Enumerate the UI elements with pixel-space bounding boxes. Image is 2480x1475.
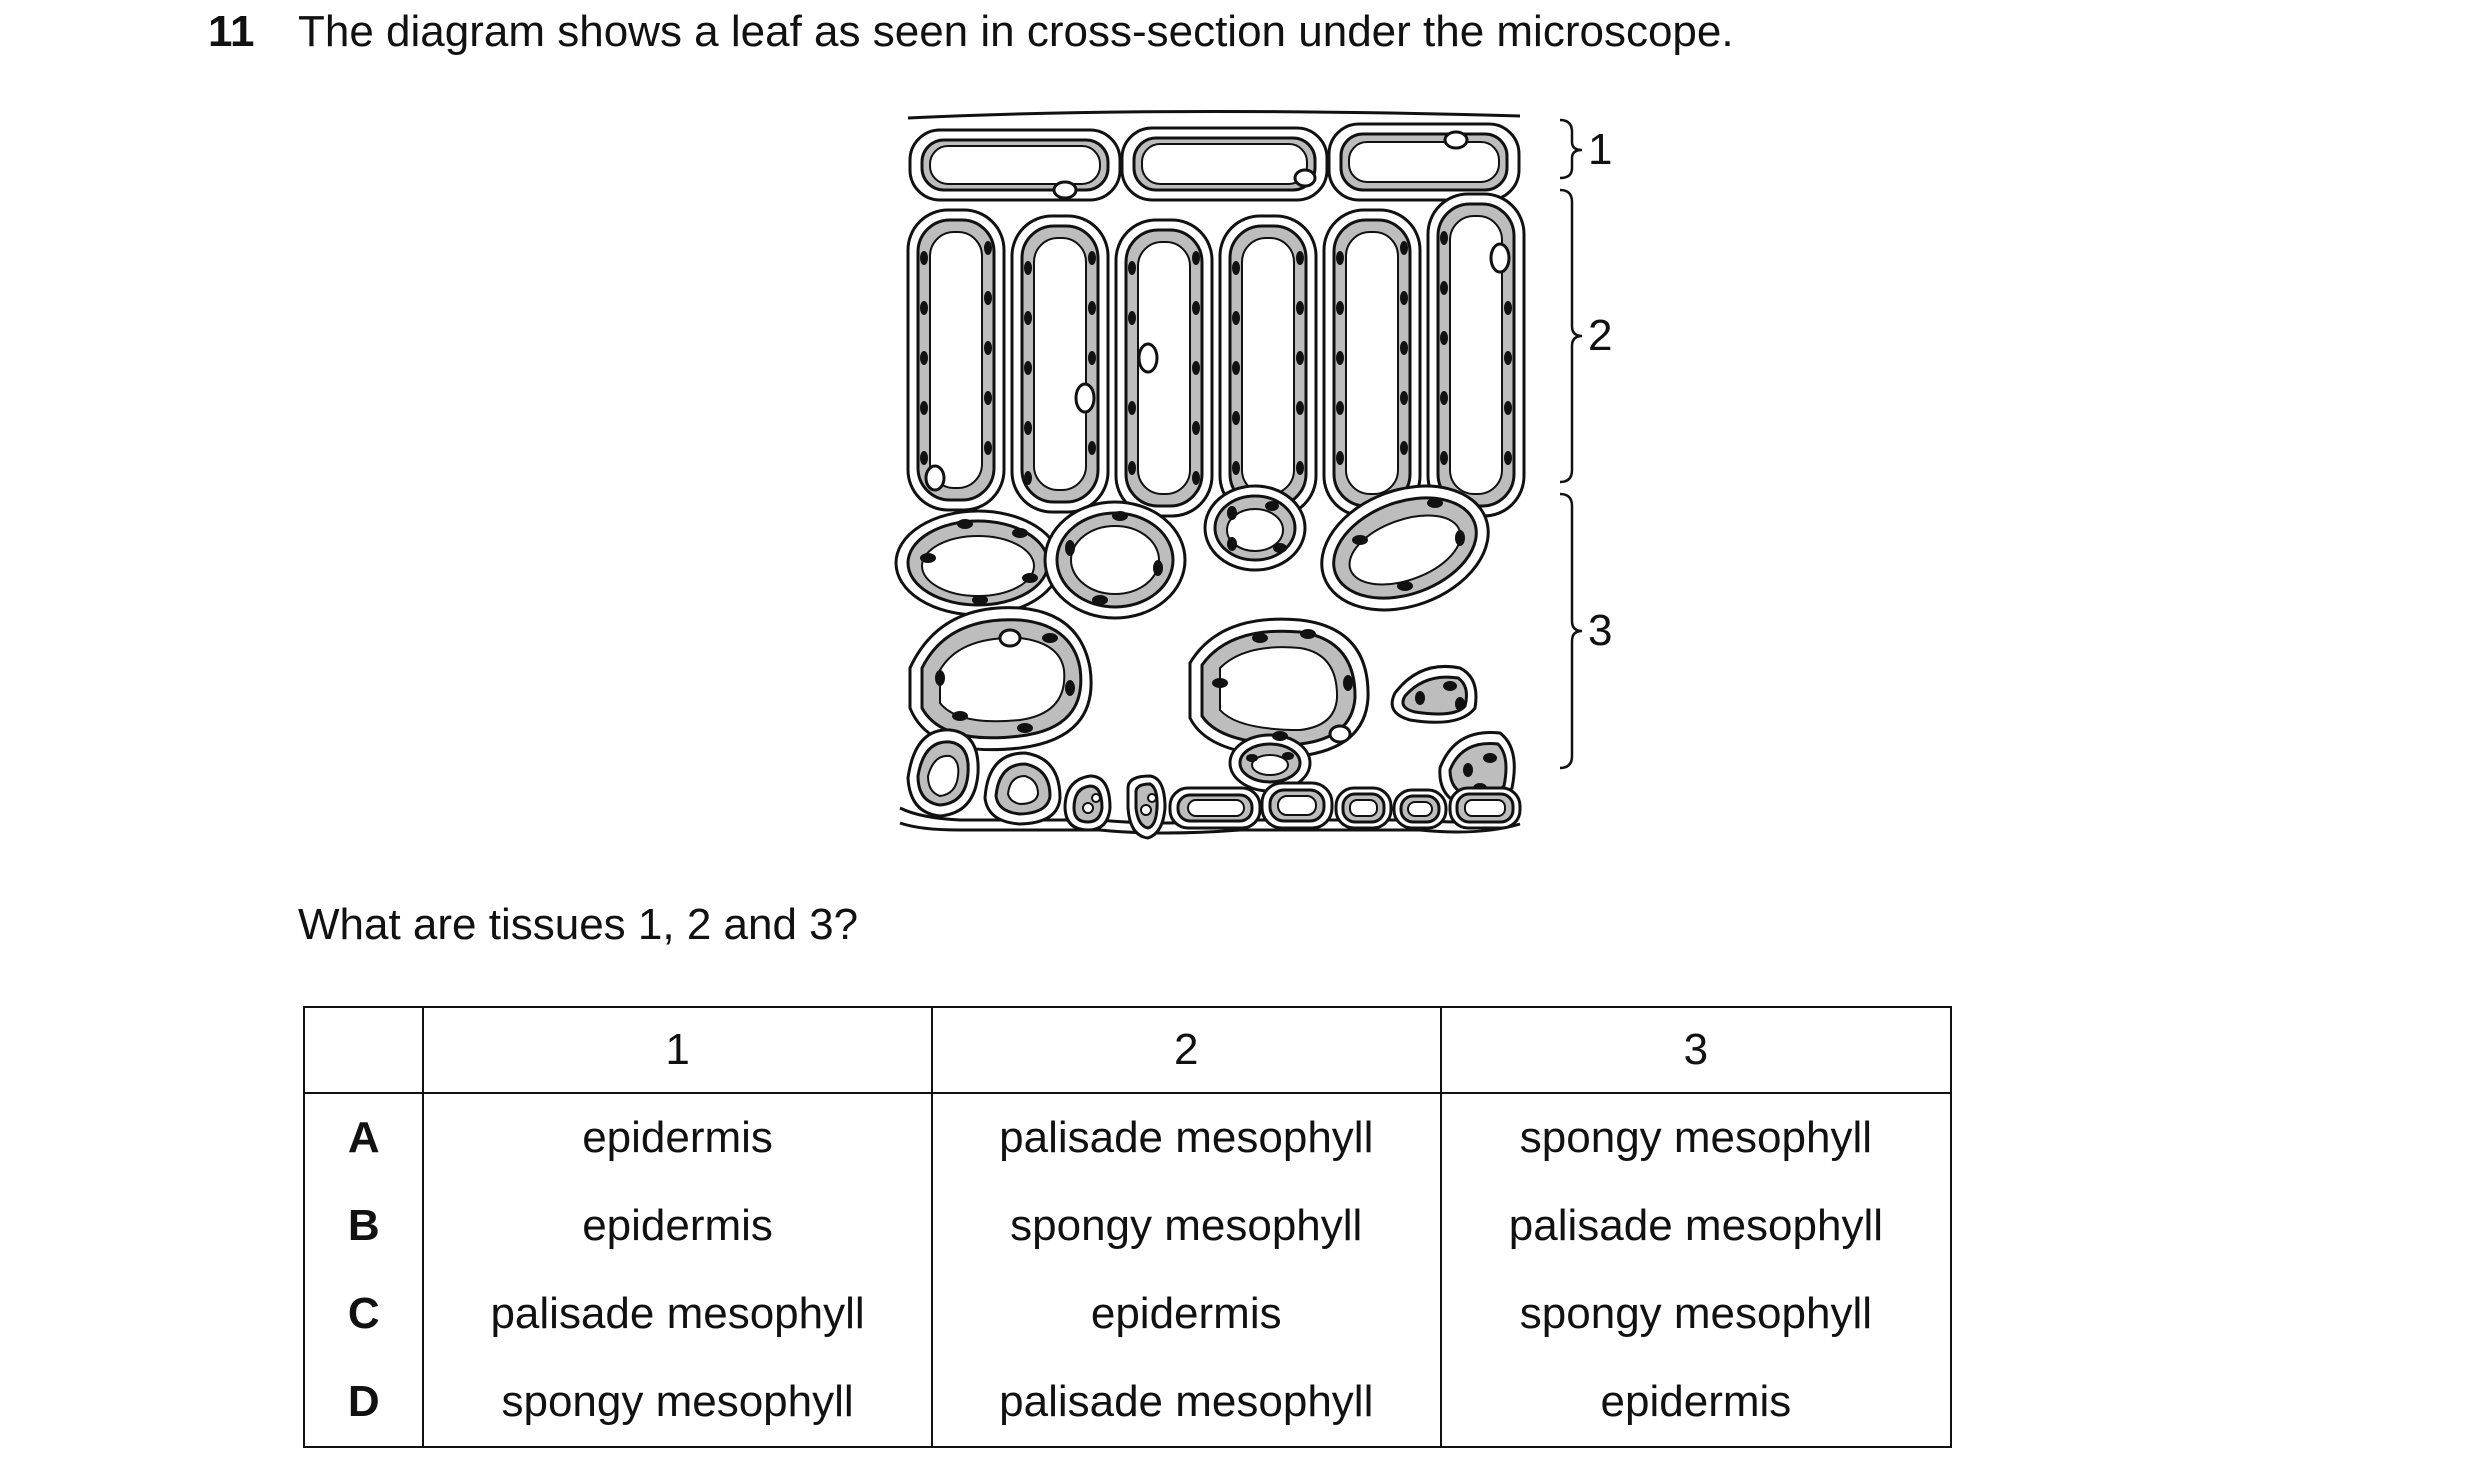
table-cell: palisade mesophyll [930, 1093, 1441, 1182]
option-row-d[interactable]: D spongy mesophyll palisade mesophyll ep… [302, 1358, 1953, 1448]
header-cell-1: 1 [422, 1006, 932, 1094]
question-prompt: What are tissues 1, 2 and 3? [298, 900, 859, 949]
option-letter[interactable]: A [302, 1093, 424, 1182]
palisade-layer [906, 192, 1526, 518]
tissue-brackets [1559, 118, 1583, 770]
table-cell: palisade mesophyll [930, 1358, 1441, 1448]
option-row-c[interactable]: C palisade mesophyll epidermis spongy me… [302, 1270, 1953, 1358]
leaf-cross-section-diagram: 1 2 3 [894, 109, 1612, 840]
table-cell: palisade mesophyll [1439, 1182, 1953, 1270]
tissue-label-3: 3 [1588, 606, 1612, 655]
header-cell-2: 2 [930, 1006, 1441, 1094]
table-cell: spongy mesophyll [930, 1182, 1441, 1270]
question-text: The diagram shows a leaf as seen in cros… [298, 7, 1734, 56]
option-row-b[interactable]: B epidermis spongy mesophyll palisade me… [302, 1182, 1953, 1270]
option-letter[interactable]: B [302, 1182, 424, 1270]
table-cell: epidermis [422, 1093, 932, 1182]
header-cell-3: 3 [1439, 1006, 1953, 1094]
question-number: 11 [208, 7, 255, 56]
tissue-label-2: 2 [1588, 311, 1612, 360]
palisade-chloroplasts [920, 231, 1512, 485]
option-letter[interactable]: C [302, 1270, 424, 1358]
table-cell: spongy mesophyll [1439, 1093, 1953, 1182]
spongy-layer [894, 484, 1516, 808]
table-cell: epidermis [1439, 1358, 1953, 1448]
table-cell: palisade mesophyll [422, 1270, 932, 1358]
lower-epidermis [899, 728, 1522, 840]
table-header-row: 1 2 3 [302, 1006, 1953, 1094]
tissue-label-1: 1 [1588, 125, 1612, 174]
upper-epidermis [907, 109, 1521, 202]
answer-table: 1 2 3 A epidermis palisade mesophyll spo… [302, 1006, 1953, 1448]
spongy-chloroplasts [920, 498, 1497, 793]
table-cell: epidermis [930, 1270, 1441, 1358]
table-cell: epidermis [422, 1182, 932, 1270]
table-cell: spongy mesophyll [1439, 1270, 1953, 1358]
option-row-a[interactable]: A epidermis palisade mesophyll spongy me… [302, 1093, 1953, 1182]
table-cell: spongy mesophyll [422, 1358, 932, 1448]
option-letter[interactable]: D [302, 1358, 424, 1448]
header-cell-blank [302, 1006, 424, 1094]
